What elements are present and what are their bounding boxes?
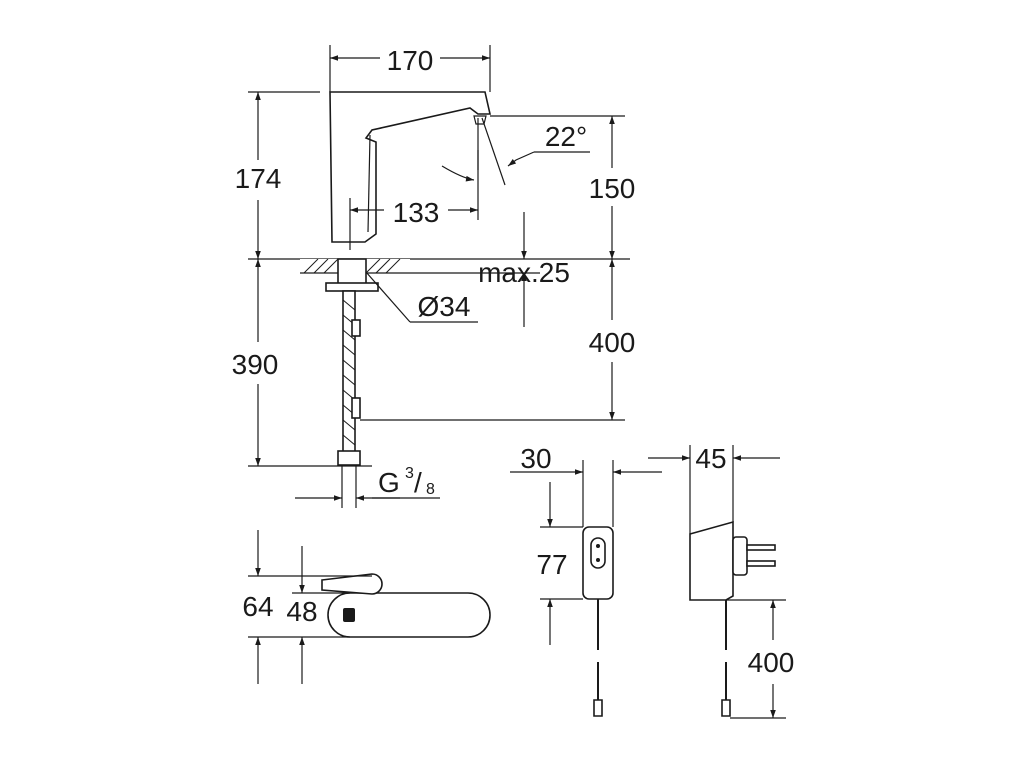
cable-connector-2 [351, 397, 361, 419]
label-48: 48 [286, 596, 317, 627]
label-30: 30 [520, 443, 551, 474]
dim-bore: Ø34 [365, 271, 478, 323]
label-400-top: 400 [589, 327, 636, 358]
label-77: 77 [536, 549, 567, 580]
psu-side-view [689, 520, 776, 717]
label-thread-g: G [378, 467, 400, 498]
dim-psu-cable: 400 [726, 599, 795, 719]
label-390: 390 [232, 349, 279, 380]
psu-side-body [689, 520, 734, 601]
dim-reach: 133 [349, 150, 479, 250]
dim-cable-length: 400 [360, 259, 636, 421]
hose-fitting [337, 450, 361, 466]
faucet-side-view [248, 91, 630, 467]
label-45: 45 [695, 443, 726, 474]
psu-front-view [582, 526, 614, 717]
dim-plan-body: 48 [286, 546, 318, 684]
label-133: 133 [393, 197, 440, 228]
dim-thread: G 3 / 8 [295, 465, 440, 508]
label-150: 150 [589, 173, 636, 204]
dim-outlet-height: 150 [490, 115, 636, 259]
plan-body [327, 592, 491, 638]
dim-psu-width: 30 [510, 443, 662, 527]
dim-psu-height: 77 [536, 482, 583, 645]
dim-spout-height: 174 [235, 91, 320, 259]
label-thread-num: 3 [405, 465, 414, 482]
dim-deck-thickness: max.25 [410, 212, 570, 327]
plug-base [732, 536, 748, 576]
dim-angle: 22° [441, 117, 590, 186]
label-174: 174 [235, 163, 282, 194]
plug-pin-top [746, 544, 776, 551]
faucet-spout [329, 91, 492, 243]
plan-lever [321, 573, 383, 595]
label-thread-den: 8 [426, 481, 435, 498]
label-170: 170 [387, 45, 434, 76]
dim-supply-length: 390 [232, 259, 279, 466]
cable-connector-1 [351, 319, 361, 337]
plug-pin-bottom [746, 560, 776, 567]
mounting-washer [325, 282, 379, 292]
label-d34: Ø34 [418, 291, 471, 322]
dim-spout-length: 170 [329, 45, 491, 92]
label-64: 64 [242, 591, 273, 622]
psu-socket [590, 537, 606, 569]
sensor-window [343, 608, 355, 622]
label-22deg: 22° [545, 121, 587, 152]
faucet-plan-view [248, 573, 491, 638]
dim-plan-overall: 64 [242, 530, 274, 684]
dim-plug-depth: 45 [648, 443, 780, 534]
thread-slash: / [414, 467, 422, 498]
label-max25: max.25 [478, 257, 570, 288]
label-400-psu: 400 [748, 647, 795, 678]
